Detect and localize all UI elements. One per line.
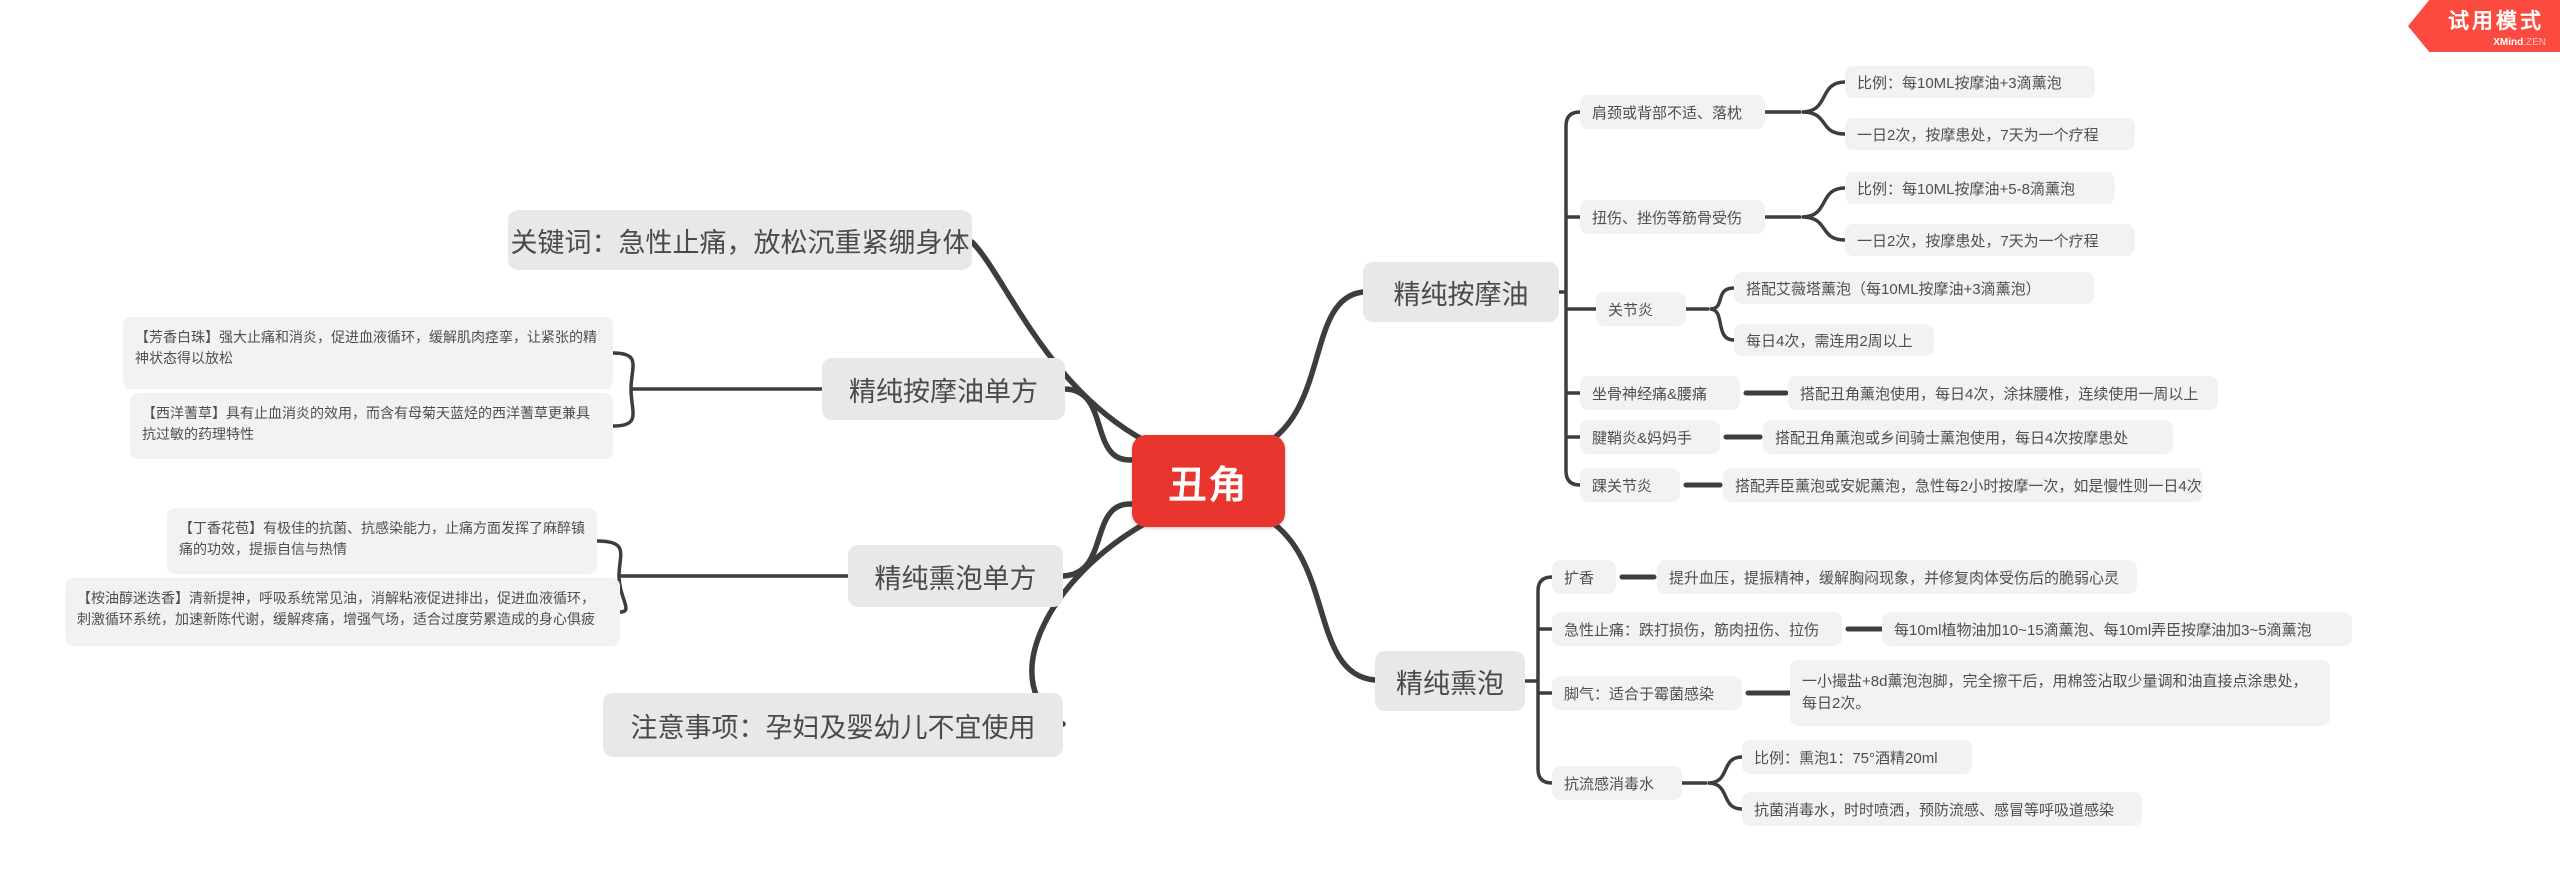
- subtopic-ankle-arthritis[interactable]: 踝关节炎: [1580, 468, 1680, 502]
- branch-fumigation: [1259, 513, 1378, 683]
- leaf-shoulder-usage[interactable]: 一日2次，按摩患处，7天为一个疗程: [1845, 118, 2135, 150]
- subtopic-arthritis[interactable]: 关节炎: [1596, 292, 1686, 326]
- bracket-sprain: [1763, 186, 1847, 242]
- subtopic-shoulder-neck[interactable]: 肩颈或背部不适、落枕: [1580, 95, 1765, 129]
- leaf-sprain-ratio[interactable]: 比例：每10ML按摩油+5-8滴薰泡: [1845, 172, 2115, 204]
- leaf-sprain-usage[interactable]: 一日2次，按摩患处，7天为一个疗程: [1845, 224, 2135, 256]
- leaf-ankle-usage[interactable]: 搭配弄臣薰泡或安妮薰泡，急性每2小时按摩一次，如是慢性则一日4次: [1723, 468, 2203, 502]
- zen-logo-text: :ZEN: [2523, 36, 2546, 48]
- bracket-antiflu: [1680, 755, 1744, 811]
- bracket-fumigation-formula: [595, 539, 850, 614]
- leaf-athlete-foot-usage[interactable]: 一小撮盐+8d薰泡泡脚，完全擦干后，用棉签沾取少量调和油直接点涂患处，每日2次。: [1790, 660, 2330, 726]
- root-topic[interactable]: 丑角: [1132, 435, 1285, 527]
- trial-mode-badge[interactable]: 试用模式 XMind:ZEN: [2408, 0, 2560, 52]
- bracket-massage-formula: [611, 351, 824, 428]
- leaf-sciatica-usage[interactable]: 搭配丑角薰泡使用，每日4次，涂抹腰椎，连续使用一周以上: [1788, 376, 2218, 410]
- branch-keyword: [969, 239, 1158, 449]
- branch-massage-oil: [1259, 289, 1366, 449]
- subtopic-antiflu-water[interactable]: 抗流感消毒水: [1552, 766, 1682, 800]
- leaf-arthritis-usage[interactable]: 每日4次，需连用2周以上: [1734, 324, 1934, 356]
- topic-notice[interactable]: 注意事项：孕妇及婴幼儿不宜使用: [603, 693, 1063, 757]
- bracket-shoulder: [1763, 80, 1847, 136]
- leaf-xiyang-shicao[interactable]: 【西洋蓍草】具有止血消炎的效用，而含有母菊天蓝烃的西洋蓍草更兼具抗过敏的药理特性: [130, 393, 613, 459]
- topic-fumigation-formula[interactable]: 精纯熏泡单方: [848, 545, 1063, 607]
- trunk-massage-oil: [1557, 110, 1598, 487]
- bracket-arthritis: [1684, 286, 1736, 342]
- leaf-antiflu-usage[interactable]: 抗菌消毒水，时时喷洒，预防流感、感冒等呼吸道感染: [1742, 792, 2142, 826]
- topic-massage-oil[interactable]: 精纯按摩油: [1363, 262, 1559, 322]
- leaf-fangxiang-baizhu[interactable]: 【芳香白珠】强大止痛和消炎，促进血液循环，缓解肌肉痉挛，让紧张的精神状态得以放松: [123, 317, 613, 389]
- subtopic-acute-pain[interactable]: 急性止痛：跌打损伤，筋肉扭伤、拉伤: [1552, 612, 1842, 646]
- trunk-fumigation: [1523, 575, 1554, 785]
- subtopic-tendonitis[interactable]: 腱鞘炎&妈妈手: [1580, 420, 1720, 454]
- leaf-shoulder-ratio[interactable]: 比例：每10ML按摩油+3滴薰泡: [1845, 66, 2095, 98]
- subtopic-sprain[interactable]: 扭伤、挫伤等筋骨受伤: [1580, 200, 1765, 234]
- leaf-tendonitis-usage[interactable]: 搭配丑角薰泡或乡间骑士薰泡使用，每日4次按摩患处: [1763, 420, 2173, 454]
- leaf-antiflu-ratio[interactable]: 比例：熏泡1：75°酒精20ml: [1742, 740, 1972, 774]
- leaf-anyouchun-midiexiang[interactable]: 【桉油醇迷迭香】清新提神，呼吸系统常见油，消解粘液促进排出，促进血液循环，刺激循…: [65, 578, 620, 646]
- branch-massage-formula: [1062, 386, 1153, 463]
- trial-mode-label: 试用模式: [2448, 9, 2544, 33]
- subtopic-athlete-foot[interactable]: 脚气：适合于霉菌感染: [1552, 676, 1742, 710]
- leaf-acute-pain-ratio[interactable]: 每10ml植物油加10~15滴薰泡、每10ml弄臣按摩油加3~5滴薰泡: [1882, 612, 2352, 646]
- subtopic-diffuse[interactable]: 扩香: [1552, 560, 1616, 594]
- leaf-dingxiang-huabao[interactable]: 【丁香花苞】有极佳的抗菌、抗感染能力，止痛方面发挥了麻醉镇痛的功效，提振自信与热…: [167, 508, 597, 574]
- xmind-zen-logo: XMind:ZEN: [2493, 37, 2546, 48]
- topic-fumigation[interactable]: 精纯熏泡: [1375, 651, 1525, 711]
- subtopic-sciatica[interactable]: 坐骨神经痛&腰痛: [1580, 376, 1740, 410]
- xmind-logo-text: XMind: [2493, 36, 2524, 48]
- topic-keyword[interactable]: 关键词：急性止痛，放松沉重紧绷身体: [508, 210, 972, 270]
- leaf-arthritis-ratio[interactable]: 搭配艾薇塔薰泡（每10ML按摩油+3滴薰泡）: [1734, 272, 2094, 304]
- topic-massage-formula[interactable]: 精纯按摩油单方: [822, 358, 1065, 420]
- leaf-diffuse-effect[interactable]: 提升血压，提振精神，缓解胸闷现象，并修复肉体受伤后的脆弱心灵: [1657, 560, 2137, 594]
